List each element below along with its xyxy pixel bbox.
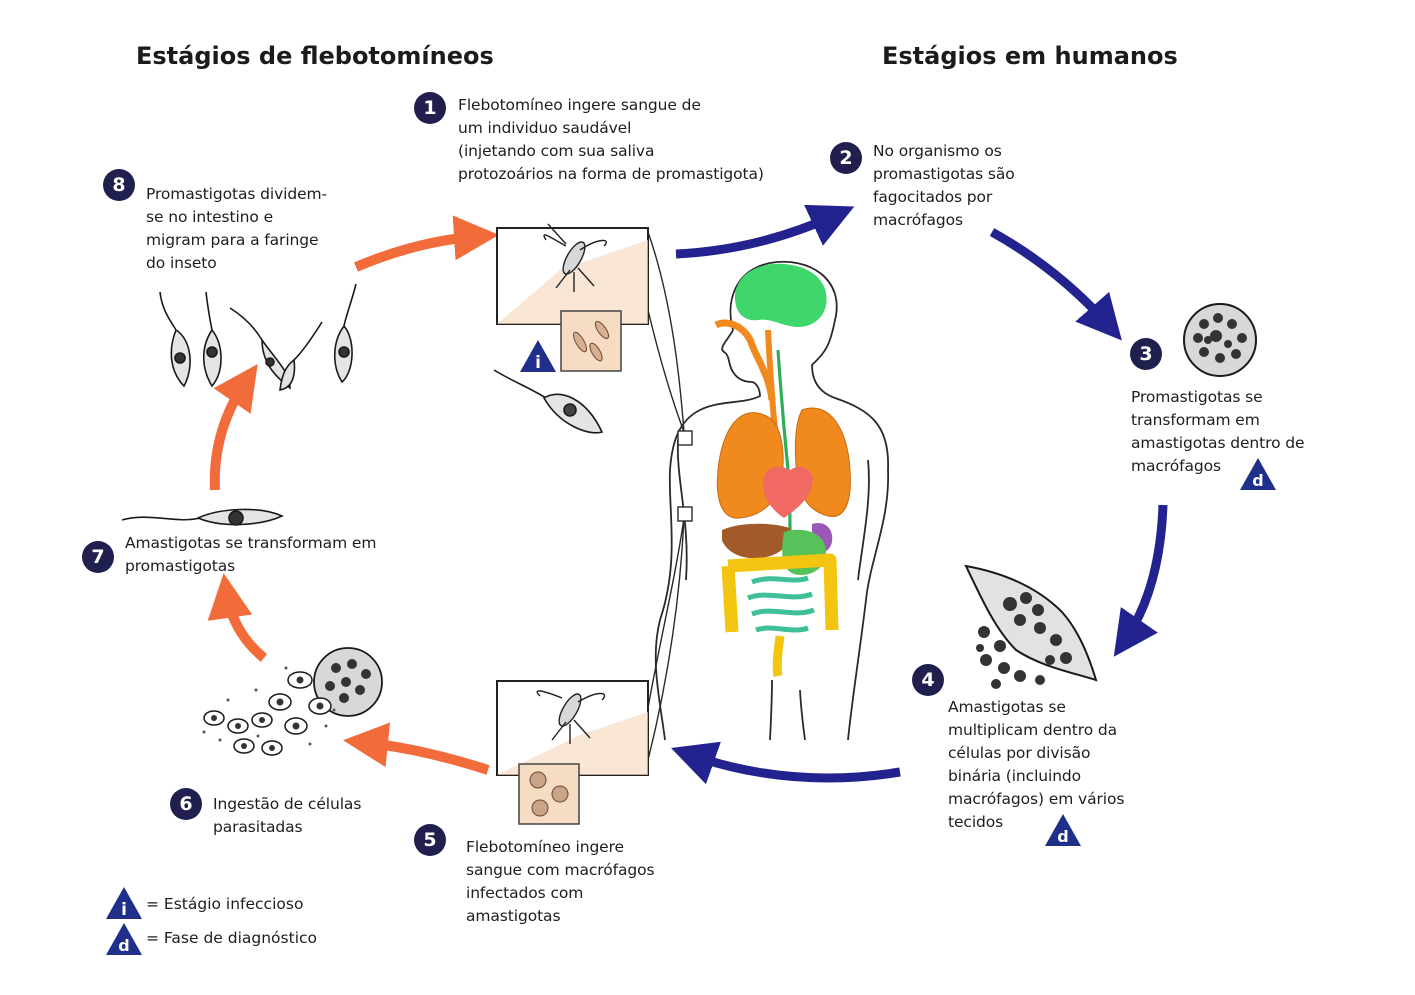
promastigote-single — [493, 369, 604, 434]
legend-infective-icon: i — [106, 887, 142, 920]
rectum — [772, 635, 785, 677]
step-label-5: Flebotomíneo ingere sangue com macrófago… — [466, 838, 655, 925]
step-label-1: Flebotomíneo ingere sangue de um individ… — [458, 96, 764, 183]
arrow-6-to-7 — [207, 573, 268, 662]
step-label-8: Promastigotas dividem- se no intestino e… — [146, 185, 328, 272]
promastigote-inset — [560, 310, 622, 372]
inset-connectors — [647, 231, 693, 761]
inset-sandfly-bite-5 — [496, 680, 649, 825]
macrophage-step-4 — [964, 564, 1098, 689]
promastigotes-dividing — [159, 283, 357, 391]
step-number-1: 1 — [414, 92, 446, 124]
svg-text:i: i — [535, 353, 541, 373]
inset-sandfly-bite-1 — [496, 223, 649, 372]
insect-stage-arrows — [207, 215, 499, 775]
legend-diagnostic-label: = Fase de diagnóstico — [146, 929, 317, 947]
svg-text:d: d — [1057, 827, 1068, 846]
step-number-8: 8 — [103, 169, 135, 201]
step-label-2: No organismo os promastigotas são fagoci… — [873, 142, 1015, 229]
diagnostic-marker-step-4: d — [1045, 814, 1081, 846]
svg-text:i: i — [121, 900, 127, 920]
human-body-outline — [654, 260, 889, 741]
heading-human-stages: Estágios em humanos — [882, 42, 1178, 70]
sandfly-icon — [536, 690, 606, 744]
heading-sandfly-stages: Estágios de flebotomíneos — [136, 42, 494, 70]
macrophage-step-3 — [1183, 303, 1257, 377]
svg-text:d: d — [1252, 471, 1263, 490]
human-organs — [714, 263, 851, 677]
throat-tube — [714, 319, 776, 401]
macrophage-inset-cells — [529, 771, 569, 817]
promastigote-inset-cells — [573, 320, 610, 362]
step-number-3: 3 — [1130, 338, 1162, 370]
legend-infective-label: = Estágio infeccioso — [146, 895, 304, 913]
heart — [763, 466, 813, 518]
arrow-3-to-4 — [1113, 504, 1168, 657]
arrow-8-to-1 — [354, 215, 499, 272]
parasitized-cells-step-6 — [202, 647, 383, 756]
sandfly-icon — [543, 223, 607, 292]
esophagus — [776, 349, 792, 533]
step-number-4: 4 — [912, 664, 944, 696]
arrow-1-to-2 — [675, 204, 855, 259]
brain — [735, 263, 827, 328]
promastigote-transforming — [121, 508, 284, 526]
trachea — [765, 329, 778, 431]
infective-stage-marker: i — [520, 340, 556, 373]
step-label-4: Amastigotas se multiplicam dentro da cél… — [948, 698, 1125, 831]
arrow-5-to-6 — [343, 722, 490, 775]
arrow-4-to-5 — [671, 741, 901, 785]
step-label-3: Promastigotas se transformam em amastigo… — [1131, 388, 1305, 475]
step-number-7: 7 — [82, 541, 114, 573]
arrow-7-to-8 — [209, 364, 258, 491]
liver — [722, 523, 791, 559]
step-number-2: 2 — [830, 142, 862, 174]
step-number-5: 5 — [414, 824, 446, 856]
diagnostic-marker-step-3: d — [1240, 458, 1276, 490]
svg-text:d: d — [118, 936, 129, 955]
step-label-7: Amastigotas se transformam em promastigo… — [125, 534, 377, 575]
step-label-6: Ingestão de células parasitadas — [213, 795, 362, 836]
step-number-6: 6 — [170, 788, 202, 820]
human-stage-arrows — [671, 204, 1168, 785]
large-intestine — [721, 553, 839, 633]
skin-bite-site-lower — [677, 506, 693, 522]
macrophage-inset — [518, 763, 580, 825]
small-intestine — [747, 575, 815, 633]
skin-bite-site-upper — [677, 430, 693, 446]
legend-diagnostic-icon: d — [106, 923, 142, 955]
arrow-2-to-3 — [989, 228, 1122, 341]
